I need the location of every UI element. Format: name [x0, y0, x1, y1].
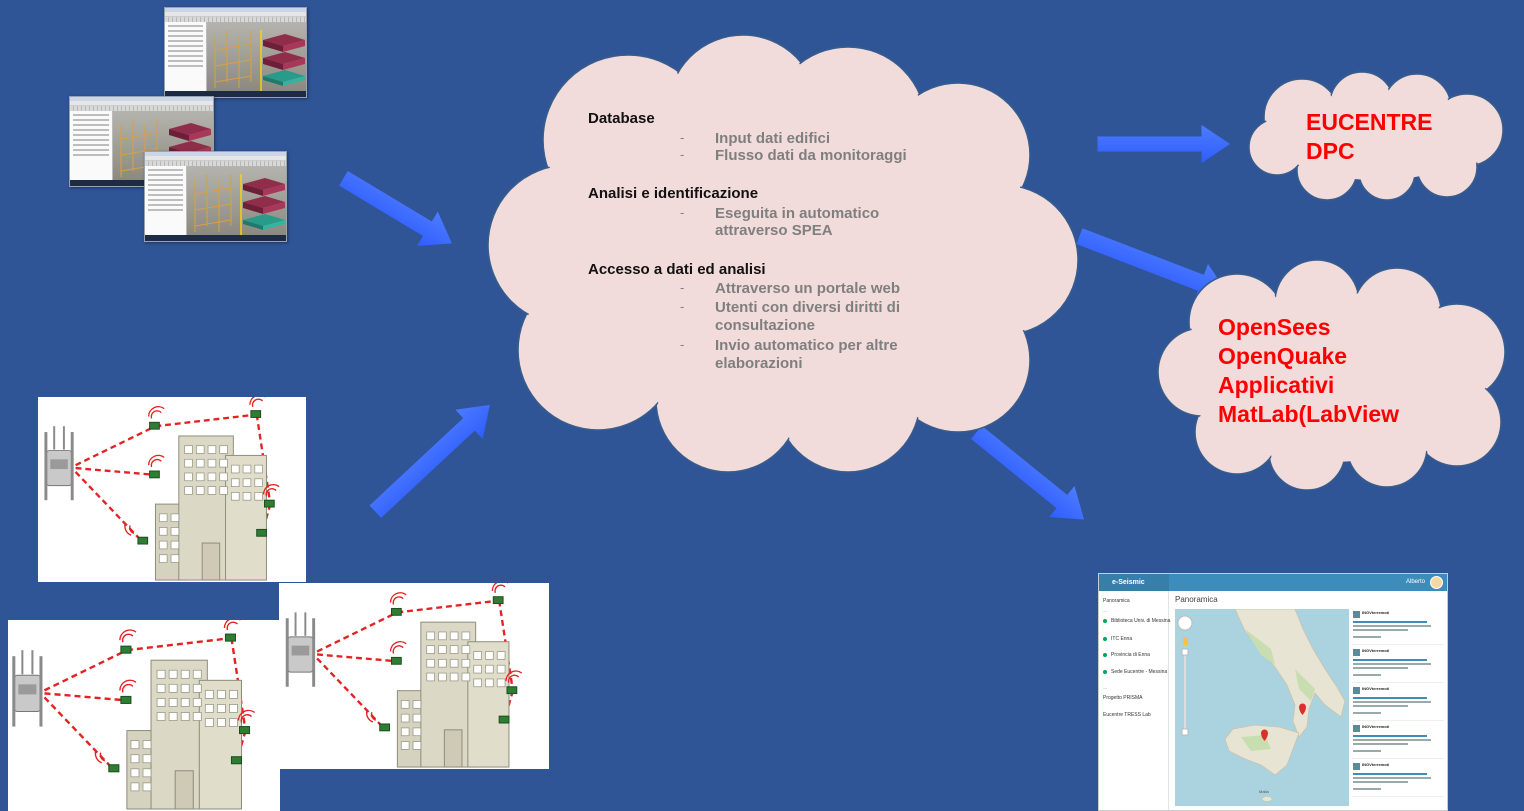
section-title-accesso: Accesso a dati ed analisi	[588, 261, 766, 278]
section-title-database: Database	[588, 110, 655, 127]
building-model-image	[214, 30, 306, 92]
sidebar-section-header: —	[1103, 608, 1107, 613]
section-item: Eseguita in automatico	[715, 205, 880, 222]
tool-label-matlab: MatLab(LabView	[1218, 401, 1400, 427]
section-item: Input dati edifici	[715, 130, 830, 147]
eucentre-label: EUCENTRE	[1306, 109, 1433, 135]
sensor-network-image-1	[38, 397, 306, 582]
tweet-author: INGVterremoti	[1362, 724, 1390, 729]
bullet-dash: -	[680, 205, 685, 220]
tweet-author: INGVterremoti	[1362, 686, 1390, 691]
sidebar-item-label: Biblioteca Univ. di Messina	[1111, 618, 1171, 624]
section-title-analisi: Analisi e identificazione	[588, 185, 759, 202]
section-item: consultazione	[715, 317, 816, 334]
arrow-sensors-to-cloud	[368, 403, 492, 520]
sidebar-item-link: Progetto PRISMA	[1103, 695, 1142, 701]
sidebar-item-site: ITC Enna	[1103, 636, 1132, 642]
portal-map: Malta	[1175, 609, 1349, 806]
central-cloud-shape	[487, 34, 1079, 473]
map-label-malta: Malta	[1259, 789, 1269, 794]
bullet-dash: -	[680, 280, 685, 295]
list-item: INGVterremoti	[1352, 761, 1444, 797]
arrow-cloud-to-eucentre	[1096, 123, 1232, 165]
sidebar-item-label: Progetto PRISMA	[1103, 695, 1143, 701]
sidebar-item-label: Sede Eucentre - Messina	[1111, 669, 1168, 675]
tweet-author: INGVterremoti	[1362, 762, 1390, 767]
sensor-network-image-2	[8, 620, 280, 811]
section-item: attraverso SPEA	[715, 222, 833, 239]
tools-cloud-shape	[1157, 259, 1506, 491]
bullet-dash: -	[680, 130, 685, 145]
tweet-author: INGVterremoti	[1362, 648, 1390, 653]
building-model-image	[194, 174, 286, 236]
portal-twitter-feed: INGVterremoti INGVterremoti INGVterremot…	[1352, 609, 1444, 806]
tweet-author: INGVterremoti	[1362, 610, 1390, 615]
sidebar-item-label: Eucentre TRESS Lab	[1103, 712, 1151, 718]
sidebar-item-panoramica: Panoramica	[1103, 598, 1130, 604]
section-item: Attraverso un portale web	[715, 280, 901, 297]
software-screenshot-1	[164, 7, 307, 98]
sidebar-item-site: Provincia di Enna	[1103, 652, 1150, 658]
bullet-dash: -	[680, 147, 685, 162]
bullet-dash: -	[680, 337, 685, 352]
portal-page-title: Panoramica	[1175, 595, 1218, 604]
section-item: Invio automatico per altre	[715, 337, 898, 354]
avatar	[1430, 576, 1443, 589]
tool-label-opensees: OpenSees	[1218, 314, 1331, 340]
list-item: INGVterremoti	[1352, 685, 1444, 721]
sidebar-item-link: Eucentre TRESS Lab	[1103, 712, 1151, 718]
portal-topbar	[1099, 574, 1447, 591]
section-item: elaborazioni	[715, 355, 803, 372]
tool-label-openquake: OpenQuake	[1218, 343, 1348, 369]
portal-brand: e-Seismic	[1099, 574, 1169, 591]
sidebar-section-header: —	[1103, 685, 1107, 690]
software-screenshot-3	[144, 151, 287, 242]
dpc-label: DPC	[1306, 138, 1355, 164]
sidebar-item-label: Panoramica	[1103, 598, 1130, 604]
tool-label-applicativi: Applicativi	[1218, 372, 1335, 398]
list-item: INGVterremoti	[1352, 609, 1444, 645]
sidebar-item-label: Provincia di Enna	[1111, 652, 1150, 658]
bullet-dash: -	[680, 299, 685, 314]
eucentre-cloud-shape	[1248, 71, 1504, 201]
map-image	[1177, 609, 1346, 802]
portal-sidebar: Panoramica — Biblioteca Univ. di Messina…	[1099, 591, 1170, 810]
portal-screenshot: e-Seismic Alberto Panoramica — Bibliotec…	[1098, 573, 1448, 811]
sidebar-item-site: Biblioteca Univ. di Messina	[1103, 618, 1170, 624]
section-item: Utenti con diversi diritti di	[715, 299, 901, 316]
portal-user: Alberto	[1405, 579, 1425, 585]
section-item: Flusso dati da monitoraggi	[715, 147, 907, 164]
arrow-software-to-cloud	[337, 169, 454, 248]
sidebar-item-label: ITC Enna	[1111, 636, 1133, 642]
sensor-network-image-3	[279, 583, 549, 769]
sidebar-item-site: Sede Eucentre - Messina	[1103, 669, 1167, 675]
list-item: INGVterremoti	[1352, 647, 1444, 683]
list-item: INGVterremoti	[1352, 723, 1444, 759]
